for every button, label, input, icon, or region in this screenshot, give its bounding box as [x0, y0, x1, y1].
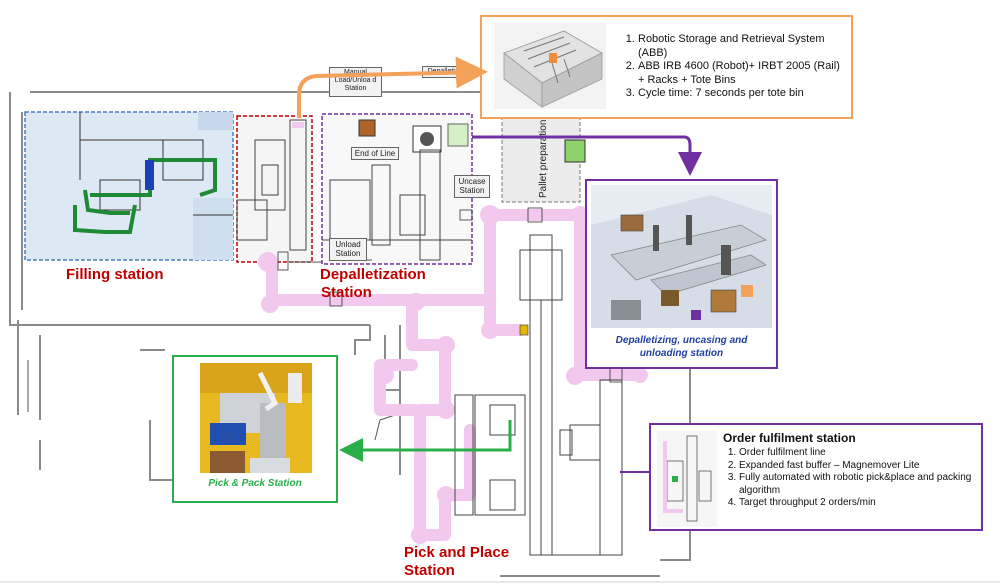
order-fulfilment-box: Order fulfilment station Order fulfilmen… — [649, 423, 983, 531]
depalletizing-render-image — [591, 185, 772, 328]
fulfilment-layout-image — [657, 431, 717, 527]
depalletizing-caption: Depalletizing, uncasing and unloading st… — [615, 335, 748, 359]
pick-pack-caption: Pick & Pack Station — [208, 478, 302, 489]
pick-place-station-title-line2: Station — [404, 562, 455, 579]
fulfilment-item: Target throughput 2 orders/min — [739, 497, 979, 510]
depalletization-station-title-line1: Depalletization — [320, 266, 426, 283]
end-of-line-label: End of Line — [351, 147, 399, 160]
storage-info-item: Cycle time: 7 seconds per tote bin — [638, 87, 848, 101]
unload-station-label: Unload Station — [329, 238, 367, 261]
storage-render-image — [494, 23, 606, 109]
uncase-station-label: Uncase Station — [454, 175, 490, 198]
pick-pack-photo — [200, 363, 312, 473]
depalletizing-box: Depalletizing, uncasing and unloading st… — [585, 179, 778, 369]
pallet-preparation-label: Pallet preparation — [538, 119, 549, 198]
storage-system-box: Robotic Storage and Retrieval System (AB… — [480, 15, 853, 119]
filling-station-title: Filling station — [66, 266, 164, 283]
fulfilment-item: Order fulfilment line — [739, 447, 979, 460]
fulfilment-list: Order fulfilment line Expanded fast buff… — [723, 447, 979, 510]
manual-load-label: Manual Load/Unloa d Station — [329, 67, 382, 97]
storage-info-list: Robotic Storage and Retrieval System (AB… — [622, 33, 848, 101]
storage-info-item: ABB IRB 4600 (Robot)+ IRBT 2005 (Rail) +… — [638, 60, 848, 87]
pick-place-station-title-line1: Pick and Place — [404, 544, 510, 561]
storage-info-item: Robotic Storage and Retrieval System (AB… — [638, 33, 848, 60]
fulfilment-item: Expanded fast buffer – Magnemover Lite — [739, 460, 979, 473]
fulfilment-title: Order fulfilment station — [723, 431, 856, 445]
pick-pack-box: Pick & Pack Station — [172, 355, 338, 503]
depalletizer-label: Depalletiz — [422, 66, 464, 78]
fulfilment-item: Fully automated with robotic pick&place … — [739, 472, 979, 497]
depalletization-station-title-line2: Station — [321, 284, 372, 301]
